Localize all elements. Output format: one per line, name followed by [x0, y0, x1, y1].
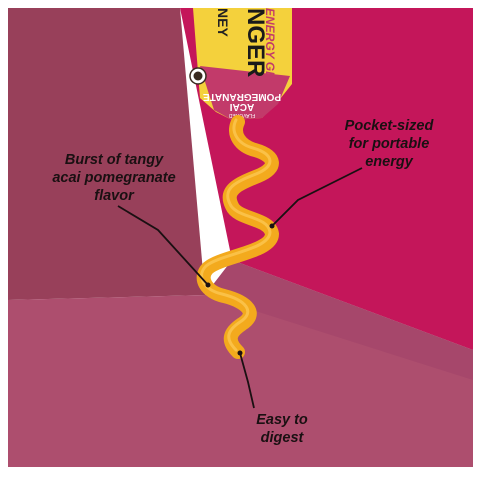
organic-seal-center	[193, 71, 203, 81]
callout-digest: Easy to digest	[237, 411, 327, 447]
callout-line-digest	[239, 352, 255, 409]
callout-portable-line-3: energy	[365, 154, 413, 170]
packet-flavor-line1: ACAI	[230, 101, 255, 112]
callout-portable: Pocket-sized for portable energy	[316, 117, 462, 171]
energy-gel-stream	[196, 115, 279, 359]
callout-digest-line-1: Easy to	[256, 412, 308, 428]
packet-flavor-note: FLAVORED	[228, 112, 255, 118]
callout-line-flavor	[117, 205, 209, 286]
gel-packet: NEY NGER ENERGY GEL ACAI POMEGRANATE FLA…	[189, 8, 292, 120]
callout-flavor-line-1: Burst of tangy	[64, 152, 164, 168]
packet-flavor-line2: POMEGRANATE	[203, 91, 281, 102]
gel-highlight	[200, 118, 272, 352]
callout-portable-line-1: Pocket-sized	[344, 118, 434, 134]
callout-portable-line-2: for portable	[348, 136, 430, 152]
callout-dot-digest	[237, 350, 243, 356]
callout-flavor: Burst of tangy acai pomegranate flavor	[22, 151, 206, 205]
callout-digest-line-2: digest	[260, 430, 304, 446]
callout-flavor-line-3: flavor	[94, 188, 134, 204]
packet-product-type: ENERGY GEL	[263, 8, 277, 86]
callout-dot-flavor	[205, 282, 211, 288]
background-panel-left	[8, 8, 205, 300]
callout-dot-portable	[269, 223, 275, 229]
callout-flavor-line-2: acai pomegranate	[52, 170, 176, 186]
packet-flavor-band	[200, 66, 290, 120]
background-panel-shadow	[205, 260, 473, 380]
packet-brand-text: NEY	[215, 8, 231, 37]
callout-line-portable	[271, 167, 363, 227]
packet-brand-name: NGER	[242, 8, 269, 77]
